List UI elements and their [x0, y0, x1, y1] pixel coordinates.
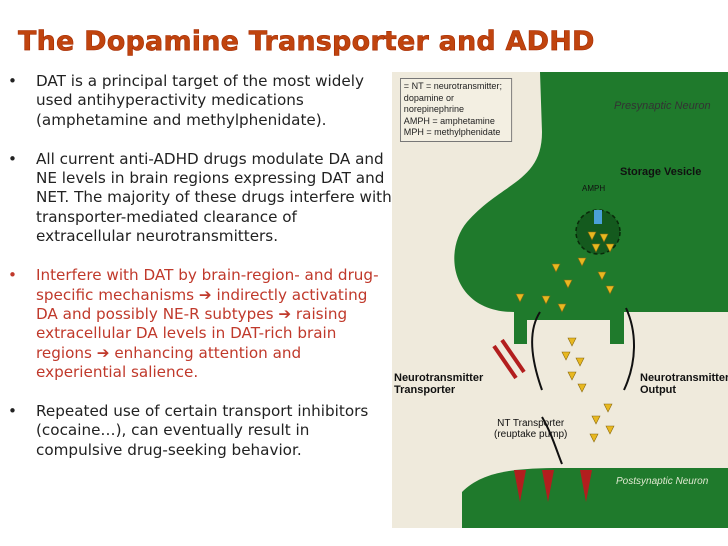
bullet-item: • Repeated use of certain transport inhi… — [0, 402, 392, 460]
neurotransmitter-molecules — [515, 231, 615, 443]
diagram-legend: = NT = neurotransmitter; dopamine or nor… — [400, 78, 513, 142]
synapse-diagram: = NT = neurotransmitter; dopamine or nor… — [392, 72, 728, 528]
bullet-marker: • — [8, 402, 17, 421]
presynaptic-label: Presynaptic Neuron — [614, 100, 711, 112]
legend-line: norepinephrine — [403, 104, 465, 115]
storage-vesicle-label: Storage Vesicle — [620, 166, 702, 178]
bullet-item: • All current anti-ADHD drugs modulate D… — [0, 150, 392, 246]
reuptake-pump-label: NT Transporter (reuptake pump) — [494, 418, 568, 440]
legend-line: = NT = neurotransmitter; — [403, 81, 502, 92]
bullet-marker: • — [8, 266, 17, 285]
amph-marker — [594, 210, 602, 224]
bullet-item: • DAT is a principal target of the most … — [0, 72, 392, 130]
synapse-illustration — [454, 72, 728, 528]
postsynaptic-neuron-shape — [462, 468, 728, 528]
bullet-item-highlighted: • Interfere with DAT by brain-region- an… — [0, 266, 392, 382]
bullet-text: DAT is a principal target of the most wi… — [36, 72, 364, 129]
receptors — [514, 470, 592, 502]
legend-line: MPH = methylphenidate — [403, 127, 501, 138]
bullet-text: Repeated use of certain transport inhibi… — [36, 402, 369, 459]
bullet-marker: • — [8, 72, 17, 90]
legend-line: dopamine or — [403, 92, 454, 104]
flow-arrows — [531, 307, 635, 465]
reuptake-pump — [492, 338, 526, 380]
bullet-text: All current anti-ADHD drugs modulate DA … — [36, 149, 392, 246]
postsynaptic-label: Postsynaptic Neuron — [616, 476, 709, 487]
presynaptic-neuron-shape — [454, 72, 728, 344]
bullet-text: Interfere with DAT by brain-region- and … — [36, 266, 379, 381]
bullet-list: • DAT is a principal target of the most … — [0, 72, 392, 480]
slide-title: The Dopamine Transporter and ADHD — [18, 26, 595, 58]
legend-line: AMPH = amphetamine — [403, 115, 495, 127]
storage-vesicle — [575, 209, 621, 255]
amph-label: AMPH — [582, 184, 606, 193]
bullet-marker: • — [8, 149, 17, 168]
nt-transporter-label: Neurotransmitter Transporter — [394, 372, 484, 396]
nt-output-label: Neurotransmitter Output — [640, 372, 728, 396]
